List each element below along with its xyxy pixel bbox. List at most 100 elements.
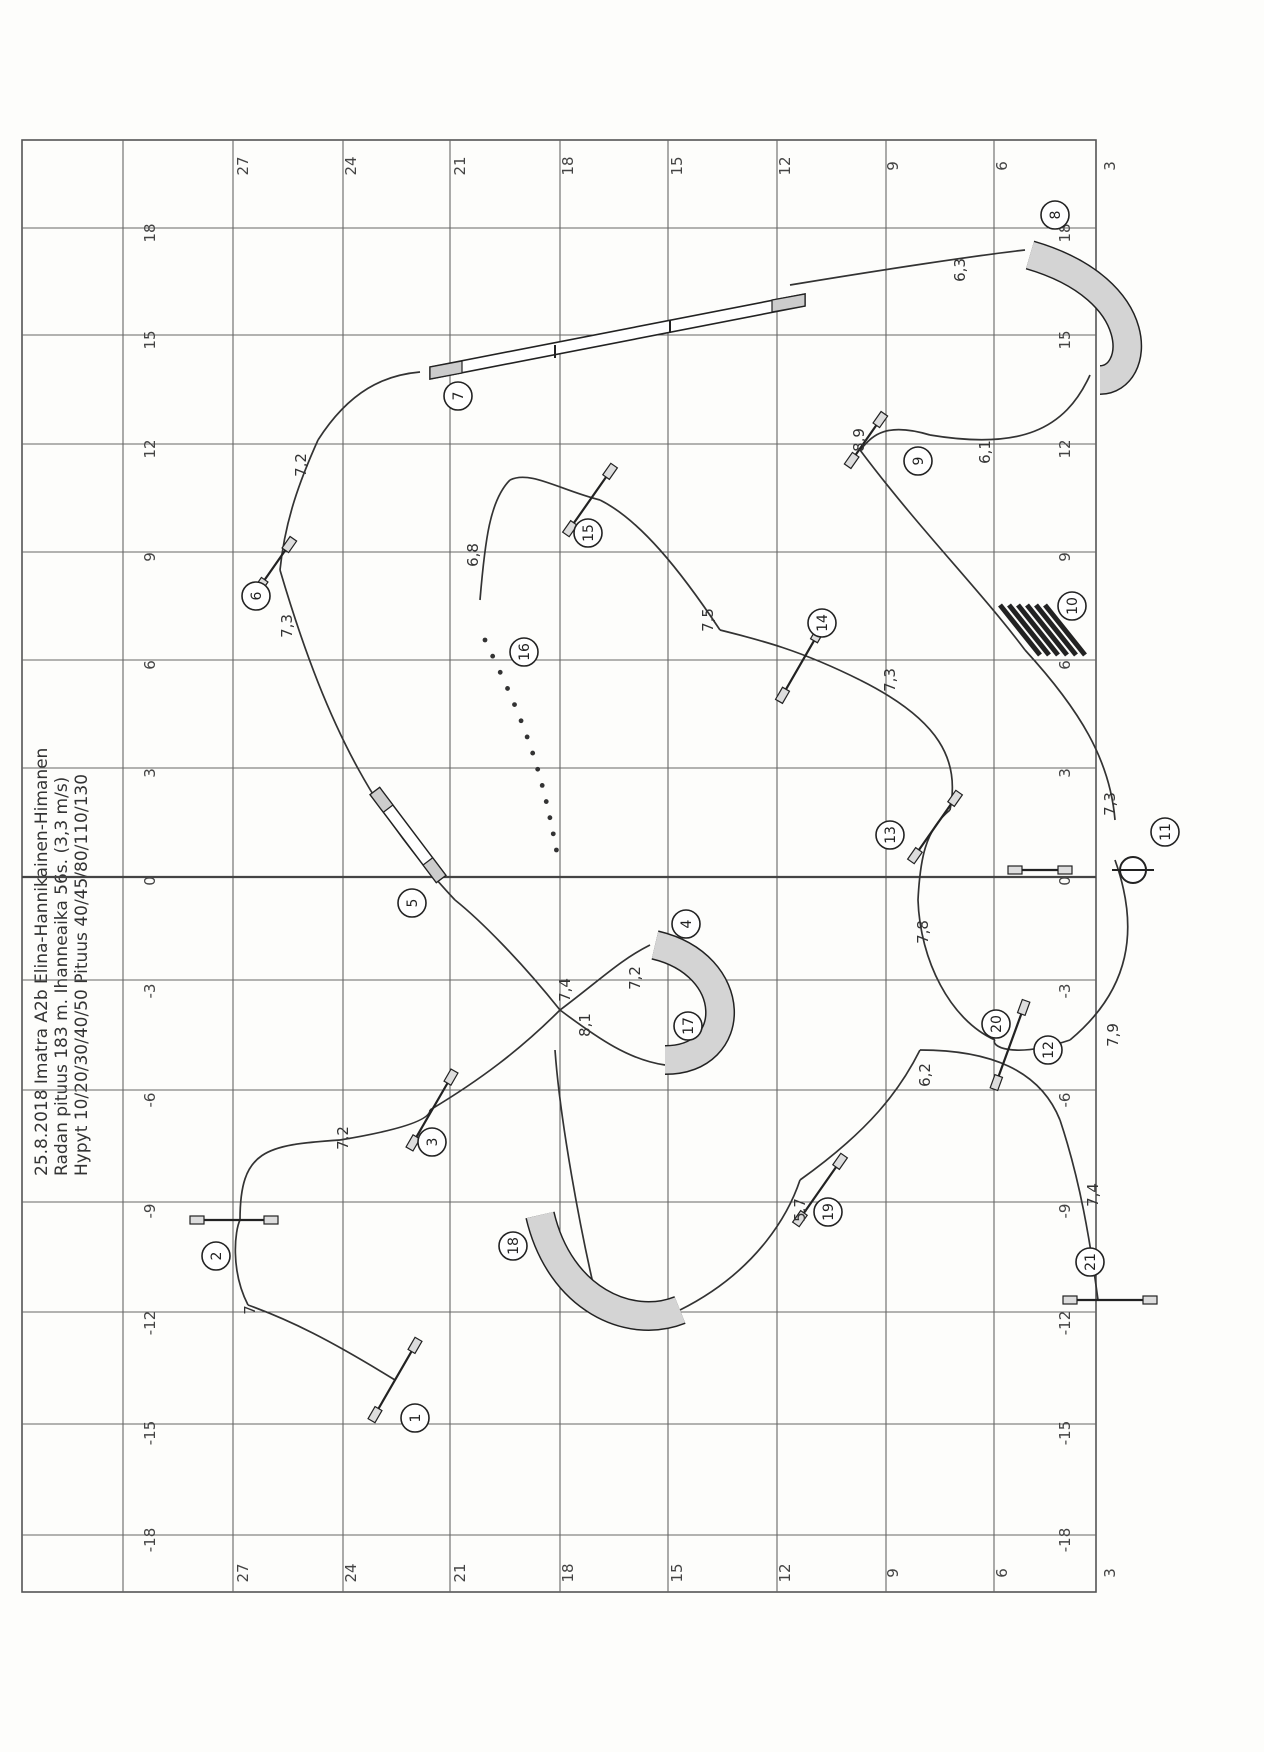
svg-text:10: 10	[1065, 597, 1081, 615]
tick-x-bottom: -6	[1056, 1093, 1074, 1108]
tick-x-bottom: 3	[1056, 768, 1074, 778]
obstacle-number-14: 14	[807, 608, 837, 638]
jump-19	[791, 1152, 849, 1228]
distance-label: 6,3	[951, 258, 969, 282]
distance-label: 7,2	[292, 453, 310, 477]
tick-x-bottom: -3	[1056, 984, 1074, 999]
svg-text:5: 5	[405, 899, 421, 908]
tick-x-top: -18	[141, 1528, 159, 1553]
svg-text:19: 19	[821, 1203, 837, 1221]
obstacle-number-19: 19	[813, 1197, 843, 1227]
path-segment	[509, 476, 601, 501]
path-segment	[559, 944, 651, 1011]
tick-x-top: 12	[141, 439, 159, 458]
distance-label: 7,3	[1101, 792, 1119, 816]
tick-y-top: 12	[776, 156, 794, 175]
obstacles-layer	[189, 240, 1158, 1424]
obstacle-number-21: 21	[1075, 1247, 1105, 1277]
tick-x-top: -12	[141, 1311, 159, 1336]
tick-y-top: 3	[1101, 161, 1119, 171]
jump-14	[774, 625, 826, 705]
tire-11	[1112, 856, 1154, 884]
tick-y-top: 6	[993, 161, 1011, 171]
distance-label: 7	[241, 1305, 259, 1315]
course-grid	[21, 139, 1097, 1593]
tick-y-top: 9	[884, 161, 902, 171]
obstacle-number-11: 11	[1150, 817, 1180, 847]
tick-x-bottom: 12	[1056, 439, 1074, 458]
tick-y-top: 24	[342, 156, 360, 175]
dogwalk-7	[429, 293, 806, 380]
path-segment	[679, 1179, 801, 1311]
svg-text:15: 15	[581, 524, 597, 542]
path-segment	[1069, 859, 1129, 1041]
svg-text:4: 4	[679, 919, 695, 928]
distance-label: 7,5	[699, 608, 717, 632]
path-segment	[479, 479, 511, 601]
obstacle-number-20: 20	[981, 1009, 1011, 1039]
obstacle-number-17: 17	[673, 1011, 703, 1041]
tick-x-top: 6	[141, 660, 159, 670]
obstacle-number-13: 13	[875, 820, 905, 850]
tunnel-18	[525, 1211, 686, 1331]
weave-10	[998, 603, 1087, 657]
path-segment	[234, 1219, 249, 1306]
distance-label: 6,2	[916, 1063, 934, 1087]
tick-y-bottom: 12	[776, 1563, 794, 1582]
path-segment	[247, 1304, 396, 1381]
weave-dot	[547, 815, 553, 821]
obstacle-number-16: 16	[509, 637, 539, 667]
distance-label: 6,8	[464, 543, 482, 567]
tick-x-top: 3	[141, 768, 159, 778]
obstacle-number-7: 7	[443, 381, 473, 411]
tick-x-bottom: -18	[1056, 1528, 1074, 1553]
jump-12	[989, 998, 1031, 1092]
tick-y-bottom: 3	[1101, 1568, 1119, 1578]
distance-label: 5,7	[791, 1198, 809, 1222]
path-segment	[1059, 1119, 1099, 1301]
path-segment	[919, 1049, 1061, 1121]
svg-text:11: 11	[1158, 823, 1174, 841]
path-segment	[339, 1109, 431, 1141]
path-segment	[1024, 649, 1116, 821]
obstacle-number-8: 8	[1040, 200, 1070, 230]
tick-x-bottom: 15	[1056, 330, 1074, 349]
weave-dot	[518, 718, 524, 724]
svg-text:16: 16	[517, 643, 533, 661]
tick-x-top: -15	[141, 1421, 159, 1446]
obstacle-number-2: 2	[201, 1241, 231, 1271]
tick-x-bottom: 0	[1056, 876, 1074, 886]
tick-x-top: 15	[141, 330, 159, 349]
path-segment	[239, 1139, 341, 1221]
weave-dot	[512, 702, 517, 708]
distance-label: 7,8	[914, 920, 932, 944]
path-segment	[859, 679, 954, 811]
tick-y-top: 15	[668, 156, 686, 175]
svg-text:1: 1	[408, 1414, 424, 1423]
tick-x-top: -6	[141, 1093, 159, 1108]
distance-label: 8,1	[576, 1013, 594, 1037]
tick-y-bottom: 24	[342, 1563, 360, 1582]
distance-label: 7,2	[626, 966, 644, 990]
tick-x-bottom: 6	[1056, 660, 1074, 670]
jump-3	[405, 1068, 459, 1152]
obstacle-number-5: 5	[397, 888, 427, 918]
distance-label: 7,4	[556, 978, 574, 1002]
weave-dot	[550, 831, 556, 837]
tick-x-top: 18	[141, 223, 159, 242]
grid-border	[21, 139, 1097, 1593]
obstacle-number-3: 3	[417, 1127, 447, 1157]
jump-9	[843, 410, 889, 470]
svg-text:6: 6	[249, 591, 265, 600]
svg-text:8: 8	[1048, 211, 1064, 220]
svg-text:2: 2	[209, 1252, 225, 1261]
path-segment	[554, 1049, 599, 1306]
jump-11-bar	[1007, 865, 1073, 875]
seesaw-5	[369, 786, 447, 884]
obstacle-number-1: 1	[400, 1403, 430, 1433]
tick-y-bottom: 6	[993, 1568, 1011, 1578]
obstacle-number-10: 10	[1057, 591, 1087, 621]
tick-y-bottom: 27	[234, 1563, 252, 1582]
tick-y-top: 27	[234, 156, 252, 175]
tick-y-bottom: 18	[559, 1563, 577, 1582]
